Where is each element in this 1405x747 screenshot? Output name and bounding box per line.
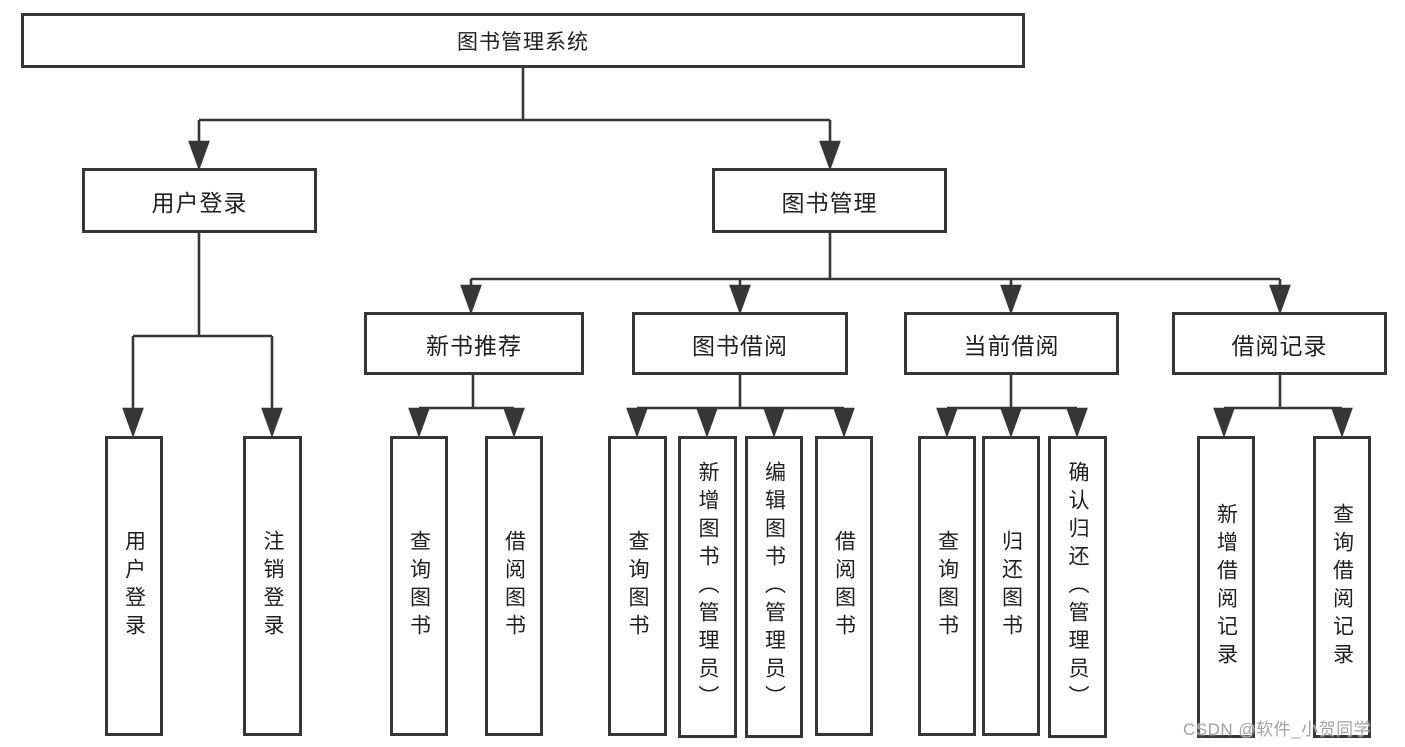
arrowhead (833, 407, 855, 438)
connector-user-login-children (122, 233, 283, 438)
connector-recommend-children (408, 375, 525, 438)
leaf-label: 编辑图书（管理员） (762, 461, 786, 713)
connector-root-to-level2 (188, 68, 841, 171)
arrowhead (122, 407, 144, 438)
leaf-borrow-borrow-books: 借阅图书 (815, 436, 873, 736)
leaf-label: 归还图书 (999, 530, 1023, 642)
leaf-current-query-books: 查询图书 (918, 436, 976, 736)
arrowhead (729, 284, 751, 315)
arrowhead (936, 407, 958, 438)
connector-book-borrow-children (626, 375, 855, 438)
node-root-library-system: 图书管理系统 (21, 13, 1025, 68)
leaf-recommend-borrow-books: 借阅图书 (485, 436, 543, 736)
node-book-management: 图书管理 (712, 168, 947, 233)
leaf-label: 用户登录 (122, 530, 146, 642)
leaf-borrow-edit-books-admin: 编辑图书（管理员） (745, 436, 803, 738)
arrowhead (1269, 284, 1291, 315)
leaf-label: 注销登录 (261, 530, 284, 642)
node-user-login: 用户登录 (82, 168, 317, 233)
leaf-label: 确认归还（管理员） (1066, 461, 1089, 713)
node-book-borrow: 图书借阅 (632, 312, 848, 375)
leaf-borrow-add-books-admin: 新增图书（管理员） (678, 436, 737, 738)
arrowhead (503, 407, 525, 438)
leaf-label: 借阅图书 (502, 530, 526, 642)
leaf-label: 查询图书 (935, 530, 959, 642)
leaf-logout: 注销登录 (243, 436, 302, 736)
leaf-label: 查询借阅记录 (1330, 503, 1354, 671)
arrowhead (626, 407, 648, 438)
node-current-borrow: 当前借阅 (904, 312, 1119, 375)
connector-borrow-records-children (1213, 375, 1353, 438)
leaf-user-login: 用户登录 (105, 436, 163, 736)
arrowhead (261, 407, 283, 438)
leaf-label: 查询图书 (626, 530, 649, 642)
node-new-book-recommend: 新书推荐 (364, 312, 584, 375)
leaf-label: 借阅图书 (832, 530, 856, 642)
arrowhead (408, 407, 430, 438)
leaf-current-return-books: 归还图书 (982, 436, 1040, 736)
node-borrow-records: 借阅记录 (1172, 312, 1387, 375)
arrowhead (1066, 407, 1088, 438)
arrowhead (460, 284, 482, 315)
arrowhead (188, 140, 210, 171)
leaf-borrow-query-books: 查询图书 (608, 436, 667, 736)
connector-book-mgmt-to-level3 (460, 233, 1291, 315)
leaf-records-query-record: 查询借阅记录 (1313, 436, 1371, 738)
csdn-watermark: CSDN @软件_小贺同学 (1183, 720, 1372, 739)
leaf-current-confirm-return-admin: 确认归还（管理员） (1048, 436, 1107, 738)
arrowhead (1331, 407, 1353, 438)
leaf-label: 新增图书（管理员） (696, 461, 719, 713)
arrowhead (1000, 407, 1022, 438)
arrowhead (763, 407, 785, 438)
arrowhead (696, 407, 718, 438)
leaf-label: 新增借阅记录 (1214, 503, 1238, 671)
arrowhead (1000, 284, 1022, 315)
leaf-recommend-query-books: 查询图书 (390, 436, 448, 736)
arrowhead (1213, 407, 1235, 438)
leaf-label: 查询图书 (407, 530, 431, 642)
leaf-records-add-record: 新增借阅记录 (1197, 436, 1255, 738)
arrowhead (819, 140, 841, 171)
connector-current-borrow-children (936, 375, 1088, 438)
